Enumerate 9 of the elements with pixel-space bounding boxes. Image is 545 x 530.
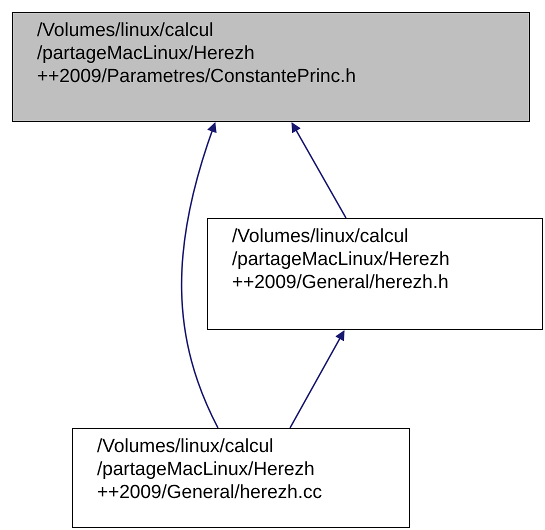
file-box [72, 428, 410, 528]
arrow [289, 330, 345, 428]
file-box [207, 218, 543, 330]
file-path: /Volumes/linux/calcul /partageMacLinux/Herezh ++2009/General/herezh.h [232, 225, 451, 294]
file-path: /Volumes/linux/calcul /partageMacLinux/Herezh ++2009/Parametres/ConstantePrinc.h [37, 19, 357, 88]
file-box [12, 12, 530, 122]
file-path: /Volumes/linux/calcul /partageMacLinux/Herezh ++2009/General/herezh.cc [97, 435, 323, 504]
arrow [291, 122, 347, 218]
arrow [180, 122, 219, 428]
